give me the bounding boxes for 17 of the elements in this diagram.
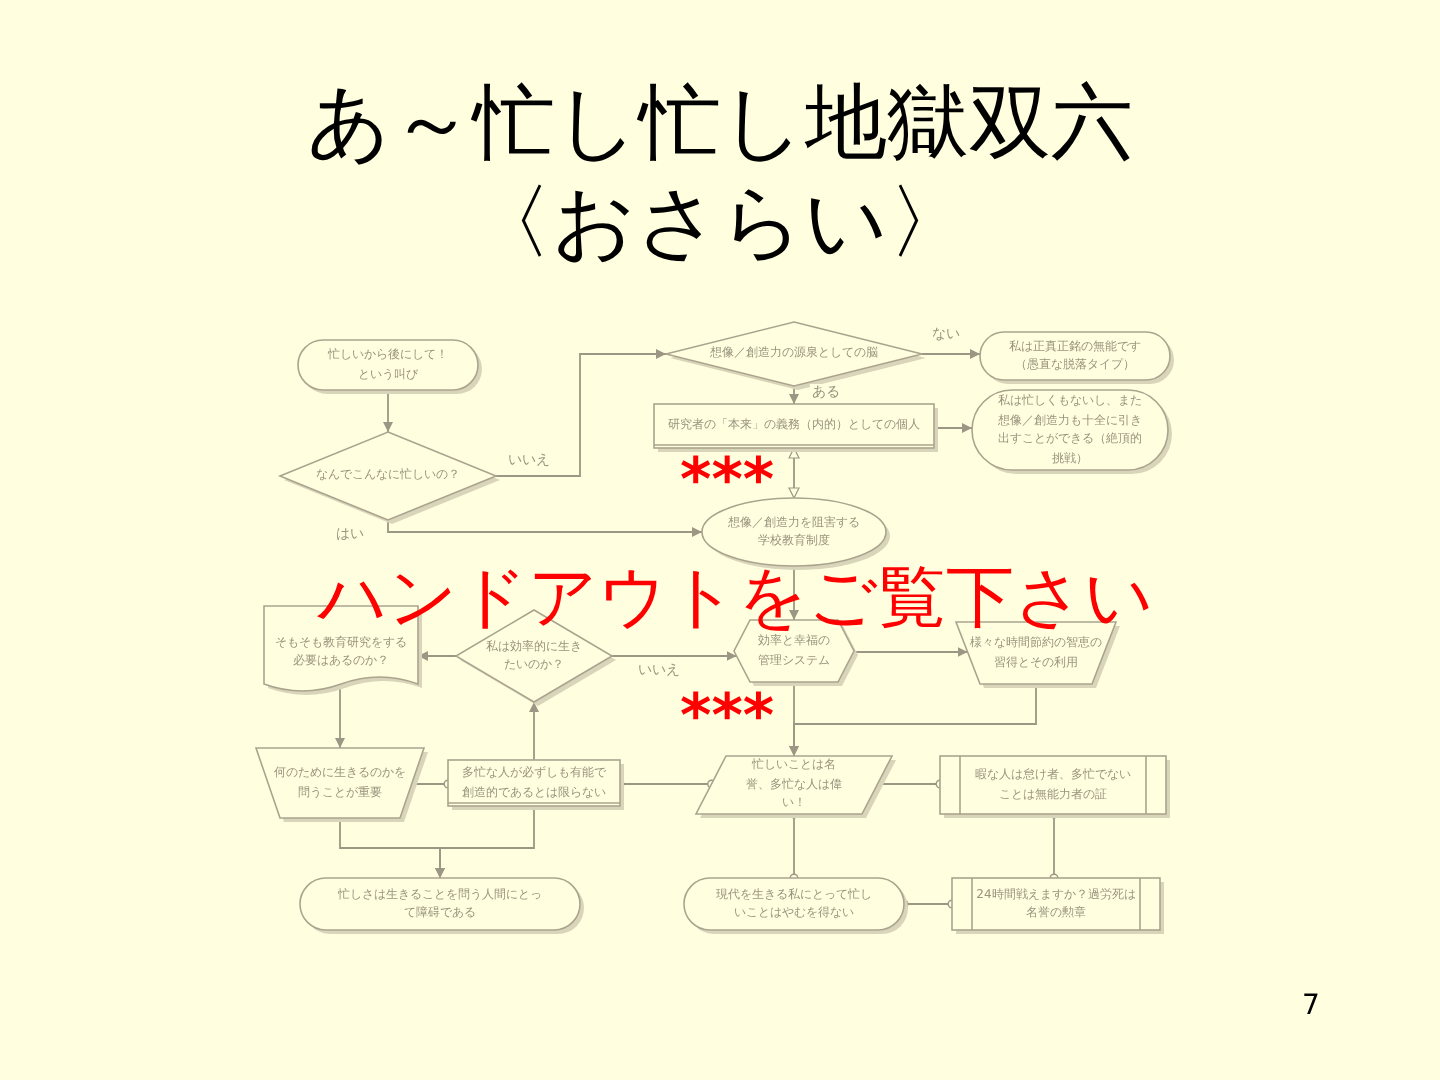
arrow: [789, 683, 1037, 757]
arrow: [529, 701, 539, 761]
arrow: [387, 519, 703, 537]
arrow: [789, 565, 799, 621]
arrow: [435, 805, 535, 879]
arrow: [789, 385, 799, 405]
arrow: [383, 389, 393, 433]
arrow: [335, 683, 345, 749]
arrow: [611, 651, 738, 661]
page-number: 7: [1302, 990, 1320, 1022]
double-arrow: [788, 447, 800, 499]
arrow: [495, 349, 667, 477]
arrow: [921, 349, 981, 359]
arrow: [417, 651, 457, 661]
title: あ～忙し忙し地獄双六〈おさらい〉: [305, 72, 1135, 272]
arrow: [852, 647, 969, 657]
arrow: [933, 423, 973, 433]
